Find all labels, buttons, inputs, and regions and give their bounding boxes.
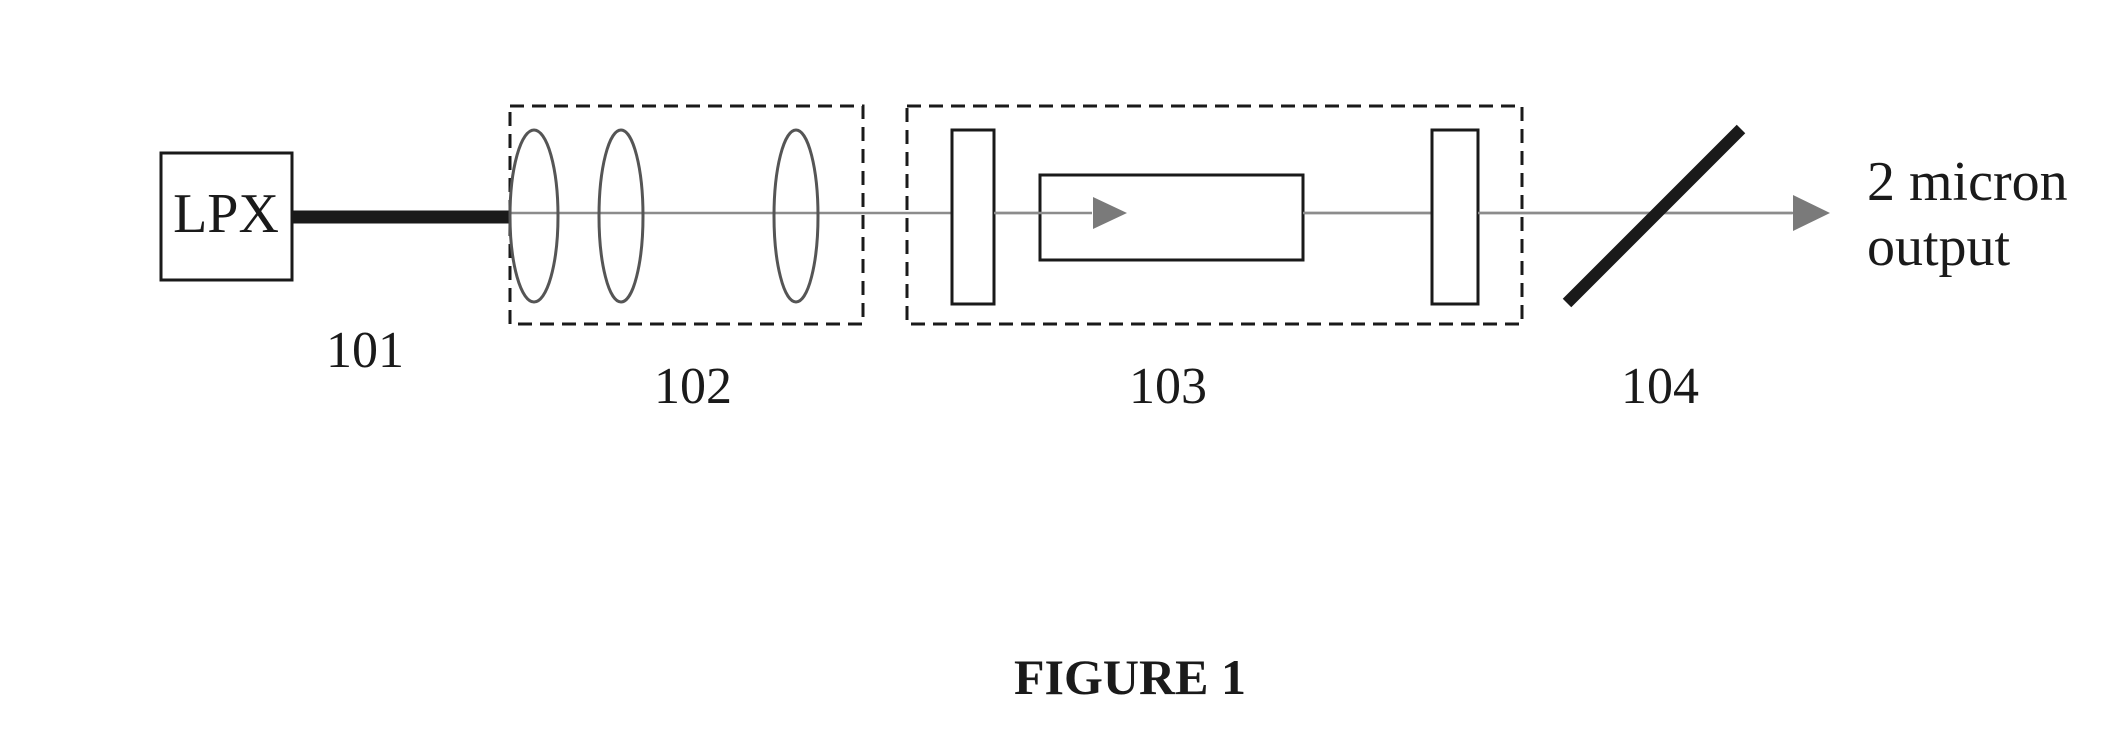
resonator: [907, 106, 1522, 324]
output-label-line1: 2 micron: [1867, 151, 2068, 213]
lens-2: [599, 130, 643, 302]
output-coupler-mirror: [1432, 130, 1478, 304]
gain-crystal: [1040, 175, 1303, 260]
lens-1: [510, 130, 558, 302]
input-mirror: [952, 130, 994, 304]
laser-source-label: LPX: [173, 183, 279, 245]
figure-caption: FIGURE 1: [1014, 649, 1246, 705]
lens-3: [774, 130, 818, 302]
label-102: 102: [654, 358, 732, 415]
output-label-line2: output: [1867, 216, 2011, 278]
label-101: 101: [326, 322, 404, 379]
label-104: 104: [1621, 358, 1699, 415]
output-arrow-head: [1793, 195, 1830, 231]
lens-group: [510, 106, 863, 324]
lens-group-dashed-box: [510, 106, 863, 324]
laser-source-block: LPX: [161, 153, 292, 280]
label-103: 103: [1129, 358, 1207, 415]
dichroic-mirror: [1567, 129, 1741, 303]
